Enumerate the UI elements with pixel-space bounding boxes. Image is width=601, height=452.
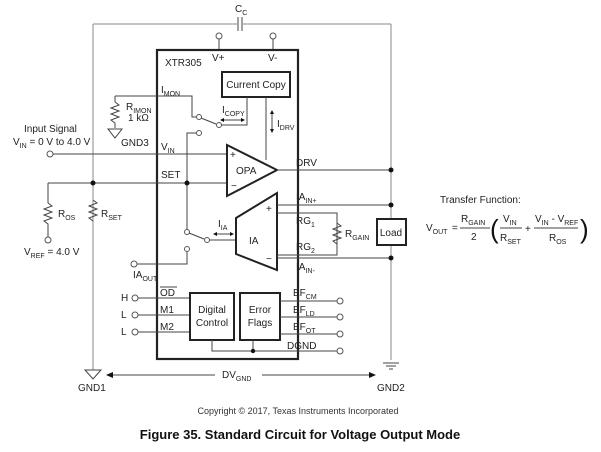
rimon-label: RIMON — [126, 102, 152, 115]
tf-two: 2 — [471, 232, 477, 243]
transfer-function: Transfer Function: VOUT = RGAIN 2 ( VIN … — [426, 195, 589, 246]
efld-label: EFLD — [293, 305, 315, 318]
ia-amplifier — [235, 191, 278, 272]
opa-label: OPA — [236, 166, 257, 177]
tf-paren-close: ) — [580, 214, 589, 244]
idrv-arrow-icon — [270, 110, 274, 133]
dgnd-label: DGND — [287, 341, 316, 352]
dvgnd-label: DVGND — [222, 370, 251, 383]
tf-equals: = — [452, 223, 458, 234]
error-flags-label-2: Flags — [248, 318, 272, 329]
icopy-switch — [186, 97, 248, 230]
cc-feedback-wire — [92, 23, 392, 370]
od-level: H — [121, 293, 128, 304]
rgain-resistor — [331, 222, 343, 245]
rg1-label: RG1 — [296, 216, 315, 229]
tf-paren-open: ( — [490, 214, 499, 244]
idrv-label: IDRV — [277, 119, 295, 132]
set-pin-label: SET — [161, 170, 180, 181]
rimon-resistor — [109, 101, 121, 128]
current-copy-label: Current Copy — [226, 80, 285, 91]
efot-label: EFOT — [293, 322, 316, 335]
efcm-label: EFCM — [293, 288, 317, 301]
gnd1-label: GND1 — [78, 383, 106, 394]
gnd2-symbol — [383, 362, 399, 370]
iain-plus-wire — [277, 202, 394, 208]
set-wire — [48, 180, 227, 186]
dgnd-wire — [211, 340, 344, 355]
rset-resistor — [87, 199, 99, 222]
imon-wire — [114, 95, 197, 118]
chip-name: XTR305 — [165, 58, 202, 69]
m2-pin-label: M2 — [160, 322, 174, 333]
gnd2-label: GND2 — [377, 383, 405, 394]
iia-label: IIA — [218, 219, 228, 232]
ros-label: ROS — [58, 209, 76, 222]
load-label: Load — [380, 228, 402, 239]
iain-minus-wire — [277, 255, 394, 261]
opa-plus: + — [230, 150, 236, 161]
gnd3-label: GND3 — [121, 138, 149, 149]
m1-pin-label: M1 — [160, 305, 174, 316]
icopy-label: ICOPY — [222, 105, 245, 118]
ia-minus: − — [266, 254, 272, 265]
iia-arrow-icon — [213, 232, 234, 236]
opa-amplifier — [226, 143, 280, 198]
tf-rgain: RGAIN — [461, 214, 485, 227]
opa-minus: − — [231, 181, 237, 192]
icopy-arrow-icon — [220, 118, 245, 122]
tf-ros: ROS — [549, 233, 567, 246]
vminus-label: V- — [268, 53, 277, 64]
cc-label: CC — [235, 4, 247, 17]
digital-control-label-1: Digital — [198, 305, 226, 316]
digital-control-block — [189, 292, 235, 341]
load-block — [376, 218, 407, 246]
input-signal-range: VIN = 0 V to 4.0 V — [13, 137, 91, 150]
vin-pin-label: VIN — [161, 142, 175, 155]
copyright-notice: Copyright © 2017, Texas Instruments Inco… — [197, 406, 398, 416]
drv-wire — [277, 167, 394, 173]
iain-minus-label: IAIN- — [296, 262, 315, 275]
imon-pin-label: IMON — [161, 85, 180, 98]
transfer-function-title: Transfer Function: — [440, 195, 521, 206]
tf-rset: RSET — [500, 233, 522, 246]
cc-capacitor — [237, 17, 243, 31]
rg2-label: RG2 — [296, 242, 315, 255]
od-pin-label: OD — [160, 288, 175, 299]
current-copy-block — [221, 71, 291, 98]
digital-input-pins — [131, 294, 190, 336]
gnd3-symbol — [106, 128, 124, 139]
ia-plus: + — [266, 204, 272, 215]
vref-label: VREF = 4.0 V — [24, 247, 80, 260]
rimon-value: 1 kΩ — [128, 113, 149, 124]
rset-label: RSET — [101, 209, 123, 222]
vminus-pin — [269, 32, 277, 50]
tf-vin: VIN — [503, 214, 517, 227]
drv-pin-label: DRV — [296, 158, 317, 169]
ros-resistor — [42, 183, 54, 244]
ia-label: IA — [249, 236, 259, 247]
gnd1-symbol — [83, 369, 103, 380]
iain-plus-label: IAIN+ — [296, 192, 317, 205]
error-flag-output-pins — [280, 297, 344, 338]
tf-vout: VOUT — [426, 223, 448, 236]
ia-switch — [130, 229, 236, 268]
rgain-label: RGAIN — [345, 229, 369, 242]
tf-vin-minus-vref: VIN - VREF — [535, 214, 578, 227]
dvgnd-arrow-icon — [106, 372, 376, 378]
vin-input-pin — [46, 150, 227, 158]
error-flags-label-1: Error — [249, 305, 272, 316]
tf-plus: + — [525, 224, 531, 235]
digital-control-label-2: Control — [196, 318, 228, 329]
m2-level: L — [121, 327, 127, 338]
m1-level: L — [121, 310, 127, 321]
vplus-pin — [215, 32, 223, 50]
input-signal-title: Input Signal — [24, 124, 77, 135]
figure-caption: Figure 35. Standard Circuit for Voltage … — [140, 427, 460, 442]
iaout-pin-label: IAOUT — [133, 270, 158, 283]
error-flags-block — [239, 292, 281, 341]
vplus-label: V+ — [212, 53, 225, 64]
